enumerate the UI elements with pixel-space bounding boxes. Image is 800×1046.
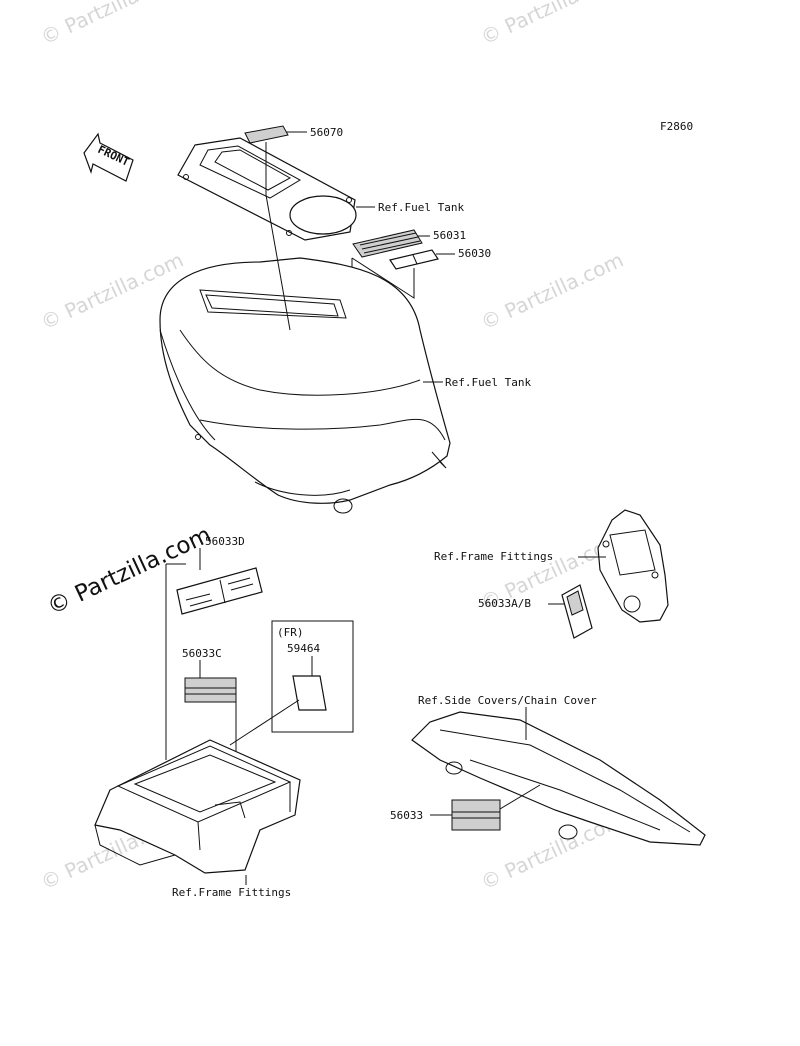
tray-box <box>94 739 301 874</box>
label-ref-frame-fittings-right: Ref.Frame Fittings <box>434 550 553 563</box>
fuel-tank <box>159 257 451 514</box>
label-56033d: 56033D <box>205 535 245 548</box>
label-56033: 56033 <box>390 809 423 822</box>
label-ref-side-covers: Ref.Side Covers/Chain Cover <box>418 694 597 707</box>
chain-cover <box>411 711 706 846</box>
label-56070: 56070 <box>310 126 343 139</box>
decal-56033c <box>184 677 237 703</box>
decal-56030 <box>389 249 455 270</box>
label-fr-note: (FR) <box>277 626 304 639</box>
diagram-code: F2860 <box>660 120 693 133</box>
label-56033ab: 56033A/B <box>478 597 531 610</box>
watermark: © Partzilla.com <box>477 248 627 335</box>
frame-fittings-bracket <box>597 509 669 623</box>
fuel-tank-cover-plate <box>177 137 357 241</box>
label-56033c: 56033C <box>182 647 222 660</box>
label-ref-frame-fittings-bottom: Ref.Frame Fittings <box>172 886 291 899</box>
front-arrow-icon: FRONT <box>83 132 134 182</box>
label-56030: 56030 <box>458 247 491 260</box>
label-ref-fuel-tank-top: Ref.Fuel Tank <box>378 201 464 214</box>
decal-56033 <box>451 799 501 831</box>
decal-56031 <box>352 229 430 258</box>
label-ref-fuel-tank-mid: Ref.Fuel Tank <box>445 376 531 389</box>
label-59464: 59464 <box>287 642 320 655</box>
watermark: © Partzilla.com <box>477 0 627 50</box>
watermark: © Partzilla.com <box>37 0 187 50</box>
label-56031: 56031 <box>433 229 466 242</box>
fr-callout-box: (FR) 59464 <box>271 620 354 733</box>
decal-56033d <box>176 567 263 615</box>
decal-56070 <box>244 125 307 195</box>
decal-59464 <box>292 675 327 711</box>
decal-56033ab <box>561 584 593 639</box>
